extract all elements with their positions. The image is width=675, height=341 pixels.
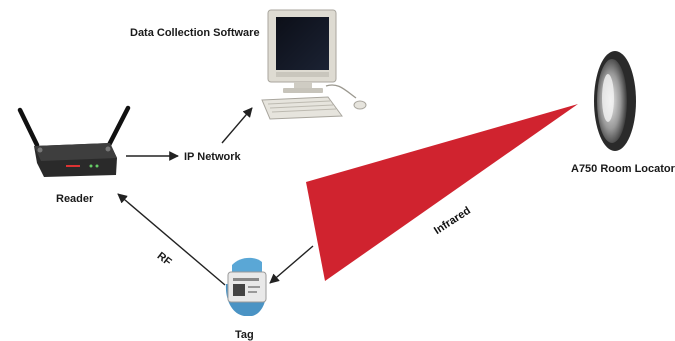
label-ip-network: IP Network bbox=[184, 151, 241, 163]
label-room-locator: A750 Room Locator bbox=[571, 163, 675, 175]
room-locator-icon bbox=[594, 51, 636, 151]
label-data-collection-software: Data Collection Software bbox=[130, 27, 260, 39]
infrared-beam bbox=[306, 104, 578, 281]
reader-router-icon bbox=[17, 105, 131, 177]
arrow-tag-to-reader bbox=[117, 193, 226, 286]
computer-icon bbox=[261, 9, 367, 120]
arrow-ipnetwork-to-software bbox=[221, 107, 253, 144]
arrow-infrared-to-tag bbox=[269, 245, 314, 284]
label-tag: Tag bbox=[235, 329, 254, 341]
wristband-tag-icon bbox=[225, 257, 267, 316]
label-reader: Reader bbox=[56, 193, 94, 205]
